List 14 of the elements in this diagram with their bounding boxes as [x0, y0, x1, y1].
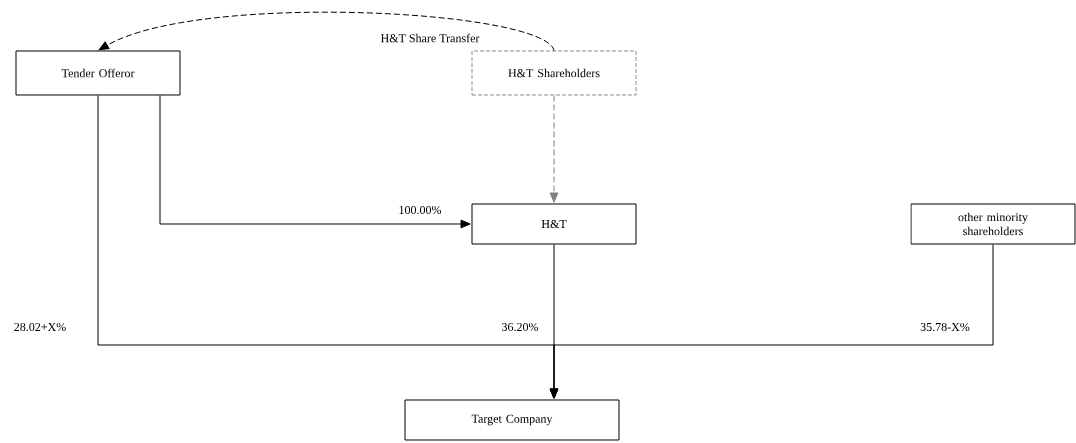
box: H&T — [471, 203, 637, 245]
edge-label: 35.78-X% — [919, 321, 971, 333]
arrow — [549, 244, 994, 399]
dashed-box: H&T Shareholders — [471, 50, 637, 96]
box: Tender Offeror — [15, 50, 181, 96]
box: other minority shareholders — [910, 203, 1076, 245]
box: Target Company — [404, 399, 620, 441]
edge-label: 36.20% — [500, 321, 540, 333]
edge-label: 28.02+X% — [12, 321, 68, 333]
arrow — [98, 11, 555, 52]
edge-label: H&T Share Transfer — [379, 32, 481, 44]
arrow — [159, 95, 471, 229]
edge-label: 100.00% — [397, 204, 443, 216]
arrow — [549, 94, 559, 203]
